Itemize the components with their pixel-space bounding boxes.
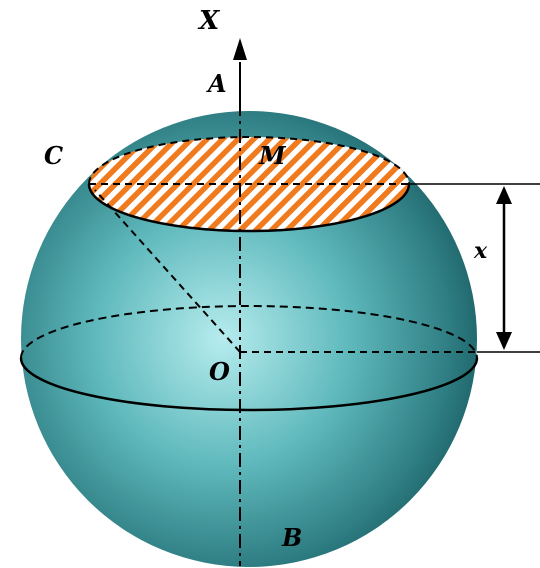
sphere-body xyxy=(21,111,477,567)
height-arrow-top xyxy=(496,186,512,204)
point-label-m: M xyxy=(259,141,286,170)
point-label-b: B xyxy=(282,523,303,552)
height-label-x: x xyxy=(474,238,488,264)
equator-front-edge xyxy=(19,357,479,412)
axis-label-x: X xyxy=(199,6,220,36)
equator-back-edge xyxy=(20,305,478,359)
point-label-a: A xyxy=(208,69,227,98)
axis-arrowhead xyxy=(233,38,247,60)
point-label-c: C xyxy=(44,141,64,170)
cross-section-front-edge xyxy=(87,183,411,233)
cross-section-back-edge xyxy=(88,136,410,185)
point-label-o: O xyxy=(209,357,230,386)
radius-oc xyxy=(94,189,241,353)
height-arrow-bottom xyxy=(496,332,512,350)
